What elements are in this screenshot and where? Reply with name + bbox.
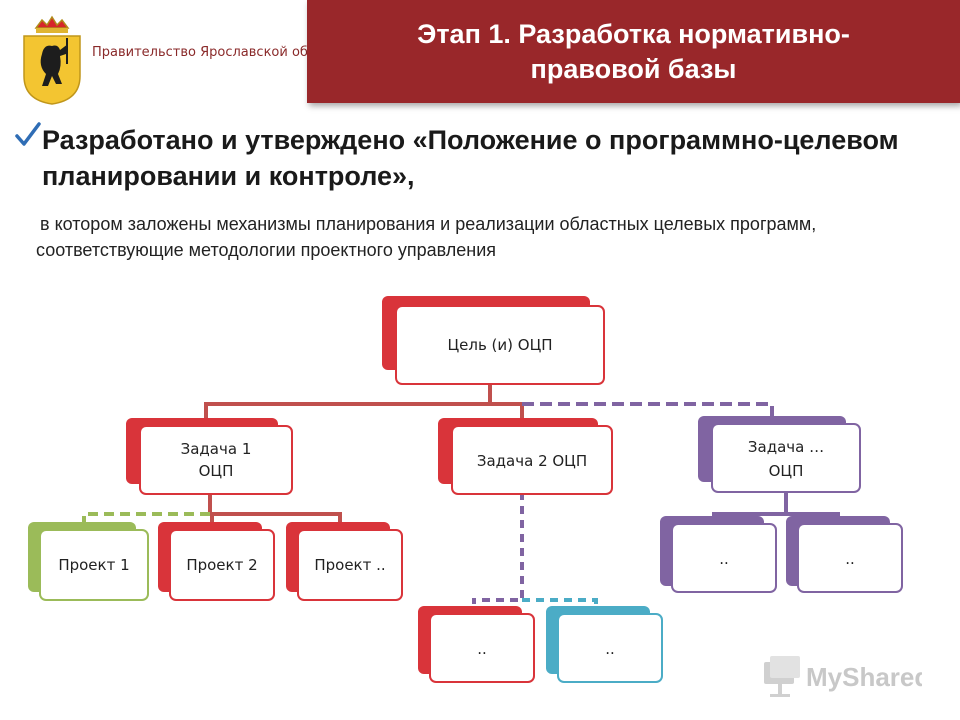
project1-node: Проект 1 (28, 522, 149, 601)
checkmark-icon (15, 122, 41, 146)
task2-label: Задача 2 ОЦП (477, 452, 587, 470)
project3-label: Проект .. (314, 556, 385, 574)
task1-label-line2: ОЦП (199, 462, 234, 480)
coat-of-arms-logo (23, 15, 81, 105)
myshared-watermark: MyShared (764, 656, 922, 697)
task3-sub1-node: .. (660, 516, 777, 593)
goal-label: Цель (и) ОЦП (447, 336, 552, 354)
task2-sub2-label: .. (605, 640, 615, 658)
main-heading: Разработано и утверждено «Положение о пр… (42, 125, 899, 191)
connectors (82, 385, 840, 606)
task2-sub1-label: .. (477, 640, 487, 658)
task1-label: Задача 1 (181, 440, 252, 458)
watermark-text: MyShared (806, 662, 922, 692)
page-title: Этап 1. Разработка нормативно-правовой б… (417, 18, 850, 84)
task1-node: Задача 1 ОЦП (126, 418, 293, 495)
task2-node: Задача 2 ОЦП (438, 418, 613, 495)
task3-label: Задача … (748, 438, 824, 456)
task2-sub1-node: .. (418, 606, 535, 683)
organization-name: Правительство Ярославской области (92, 45, 348, 60)
task3-sub2-node: .. (786, 516, 903, 593)
task3-node: Задача … ОЦП (698, 416, 861, 493)
project3-node: Проект .. (286, 522, 403, 601)
goal-node: Цель (и) ОЦП (382, 296, 605, 385)
project2-node: Проект 2 (158, 522, 275, 601)
task2-sub2-node: .. (546, 606, 663, 683)
title-banner: Этап 1. Разработка нормативно-правовой б… (307, 0, 960, 103)
task3-label-line2: ОЦП (769, 462, 804, 480)
project2-label: Проект 2 (186, 556, 257, 574)
description-text: в котором заложены механизмы планировани… (36, 214, 817, 260)
project1-label: Проект 1 (58, 556, 129, 574)
task3-sub1-label: .. (719, 550, 729, 568)
slides-icon (764, 656, 800, 697)
task3-sub2-label: .. (845, 550, 855, 568)
